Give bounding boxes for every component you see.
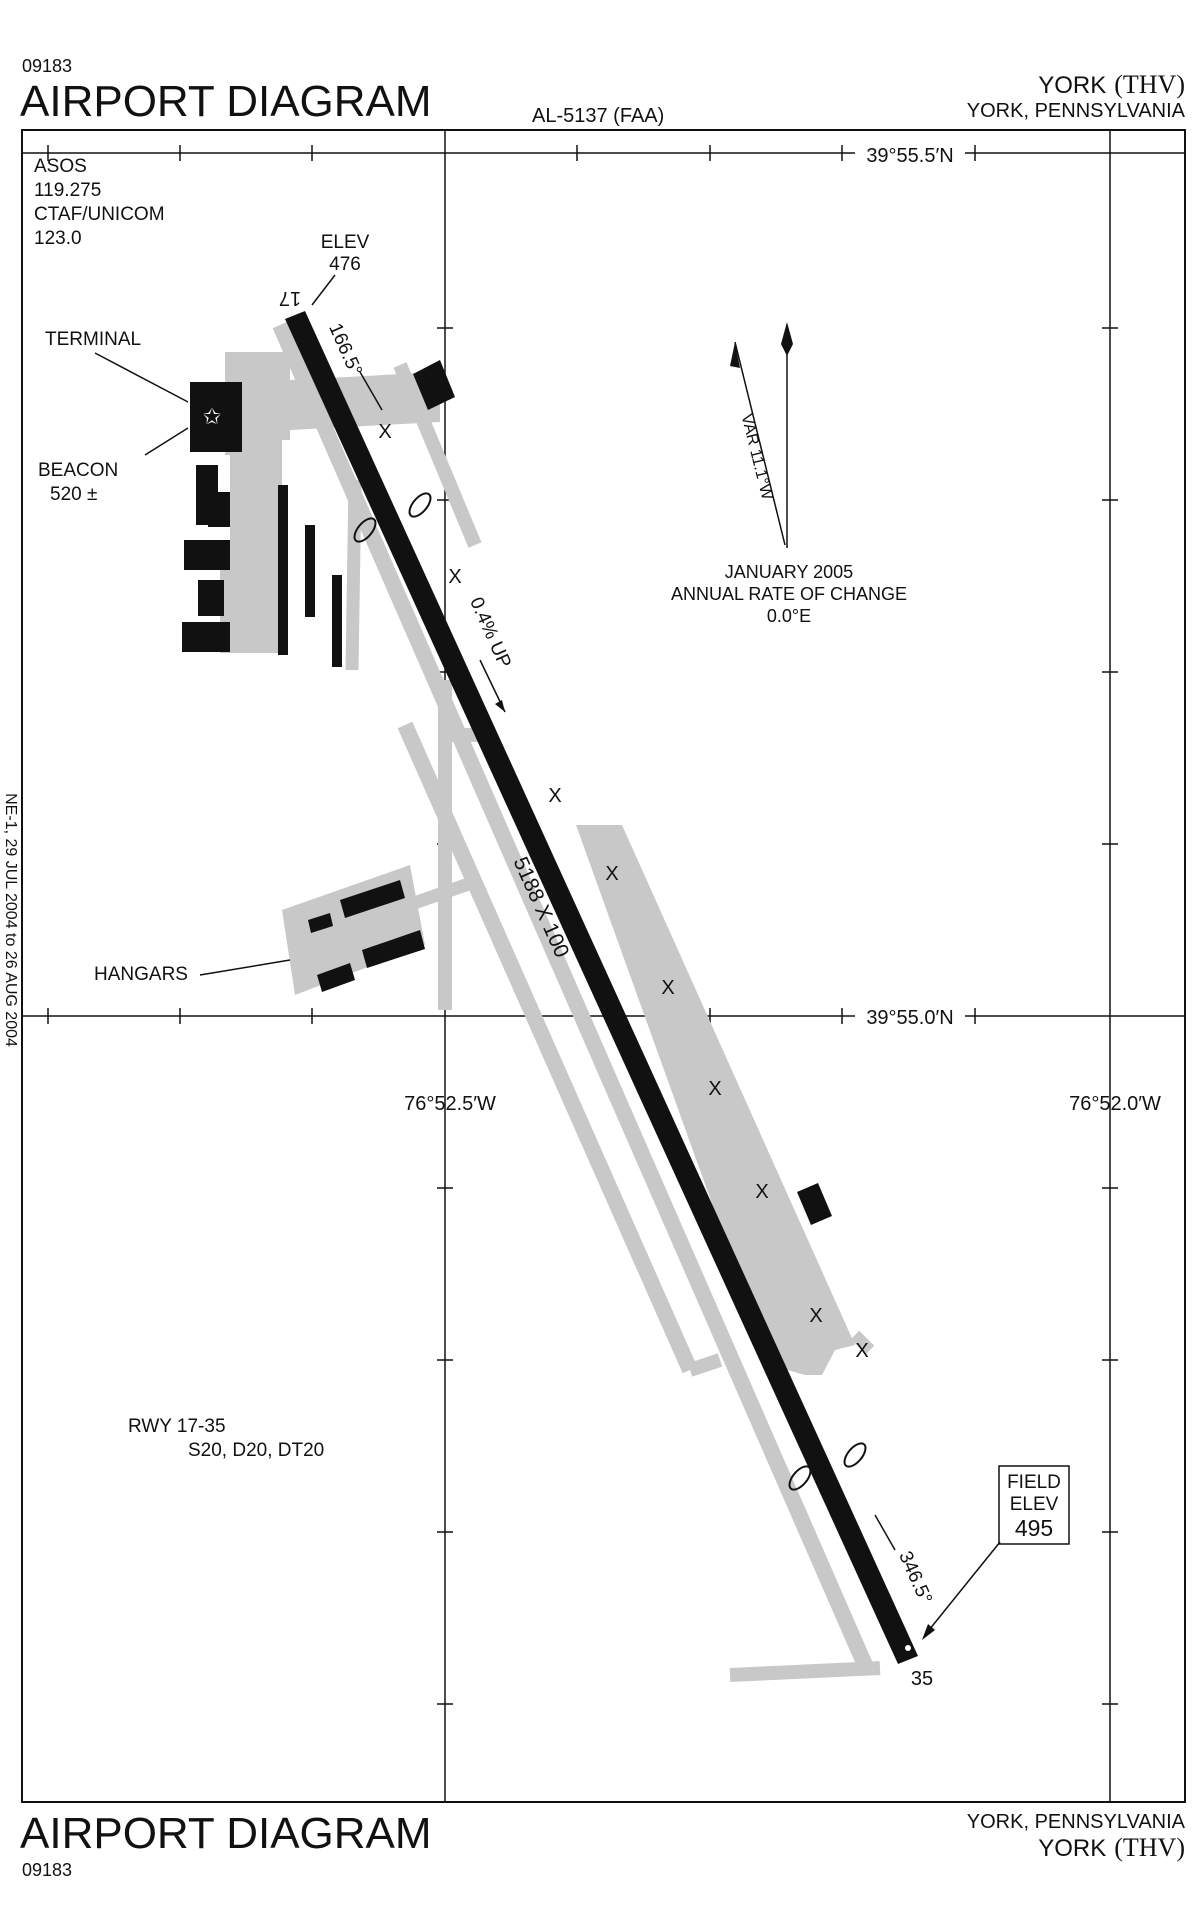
chart-number-bottom: 09183 xyxy=(22,1860,72,1880)
svg-text:X: X xyxy=(708,1078,721,1100)
closed-markings: X X X X X X X X X xyxy=(378,421,868,1362)
runway-end-35-marker xyxy=(905,1645,911,1651)
runway-end-35-label: 35 xyxy=(911,1668,933,1690)
runway-designation: RWY 17-35 xyxy=(128,1416,226,1437)
elev-north-leader xyxy=(311,274,336,306)
diagram-frame xyxy=(21,129,1186,1803)
hangars-label: HANGARS xyxy=(94,964,188,985)
svg-text:X: X xyxy=(755,1181,768,1203)
magnetic-rate-value: 0.0°E xyxy=(767,606,811,626)
field-elev-line1: FIELD xyxy=(1007,1472,1061,1493)
svg-text:X: X xyxy=(605,863,618,885)
terminal-leader xyxy=(94,352,189,403)
magnetic-variation-label: VAR 11.1°W xyxy=(738,412,776,502)
chart-title-bottom: AIRPORT DIAGRAM xyxy=(20,1809,432,1858)
city-ident-top: YORK(THV) xyxy=(1038,70,1185,99)
field-elev-value: 495 xyxy=(1015,1515,1053,1541)
buildings xyxy=(182,360,832,1225)
runway-end-17-label: 17 xyxy=(279,287,301,309)
asos-frequency: 119.275 xyxy=(34,180,101,201)
lon-west-label: 76°52.5′W xyxy=(404,1093,496,1115)
magnetic-arrowhead xyxy=(730,342,740,368)
taxiways xyxy=(272,321,881,1682)
svg-text:X: X xyxy=(448,566,461,588)
ctaf-frequency: 123.0 xyxy=(34,228,82,249)
location-bottom: YORK, PENNSYLVANIA xyxy=(967,1811,1186,1833)
gradient-arrowhead xyxy=(495,700,505,712)
elev-north-label: ELEV xyxy=(321,232,370,253)
field-elev-line2: ELEV xyxy=(1010,1494,1059,1515)
svg-text:X: X xyxy=(661,977,674,999)
field-elev-box xyxy=(998,1465,1070,1545)
svg-text:X: X xyxy=(855,1340,868,1362)
true-north-arrowhead xyxy=(781,322,793,356)
field-elev-arrowhead xyxy=(922,1624,935,1640)
magnetic-date: JANUARY 2005 xyxy=(725,562,853,582)
runway-gradient-label: 0.4% UP xyxy=(465,594,515,671)
runway-17-35 xyxy=(285,311,918,1664)
field-elev-leader xyxy=(924,1541,1001,1636)
svg-text:X: X xyxy=(548,785,561,807)
hold-ovals xyxy=(353,492,867,1491)
beacon-label: BEACON xyxy=(38,460,118,481)
city-ident-bottom: YORK(THV) xyxy=(1038,1833,1185,1862)
ctaf-label: CTAF/UNICOM xyxy=(34,204,165,225)
beacon-elevation: 520 ± xyxy=(50,484,97,505)
lat-south-label: 39°55.0′N xyxy=(866,1007,953,1029)
svg-text:X: X xyxy=(809,1305,822,1327)
procedure-id: AL-5137 (FAA) xyxy=(532,105,664,127)
terminal-label: TERMINAL xyxy=(45,329,141,350)
lat-north-label: 39°55.5′N xyxy=(866,145,953,167)
elev-north-value: 476 xyxy=(329,254,361,275)
runway-strength: S20, D20, DT20 xyxy=(188,1440,324,1461)
terminal-building xyxy=(190,382,242,452)
side-effective-dates: NE-1, 29 JUL 2004 to 26 AUG 2004 xyxy=(2,793,19,1047)
beacon-icon: ✩ xyxy=(203,404,221,429)
heading-north-arrow xyxy=(359,371,383,411)
heading-south-arrow xyxy=(874,1514,896,1551)
asos-label: ASOS xyxy=(34,156,87,177)
heading-south-label: 346.5° xyxy=(894,1548,936,1607)
chart-title-top: AIRPORT DIAGRAM xyxy=(20,77,432,126)
beacon-leader xyxy=(144,427,189,456)
magnetic-north-arrow xyxy=(734,341,786,546)
magnetic-rate-label: ANNUAL RATE OF CHANGE xyxy=(671,584,907,604)
hangars-leader xyxy=(199,959,291,976)
svg-text:X: X xyxy=(378,421,391,443)
location-top: YORK, PENNSYLVANIA xyxy=(967,100,1186,122)
chart-number-top: 09183 xyxy=(22,56,72,76)
lon-east-label: 76°52.0′W xyxy=(1069,1093,1161,1115)
